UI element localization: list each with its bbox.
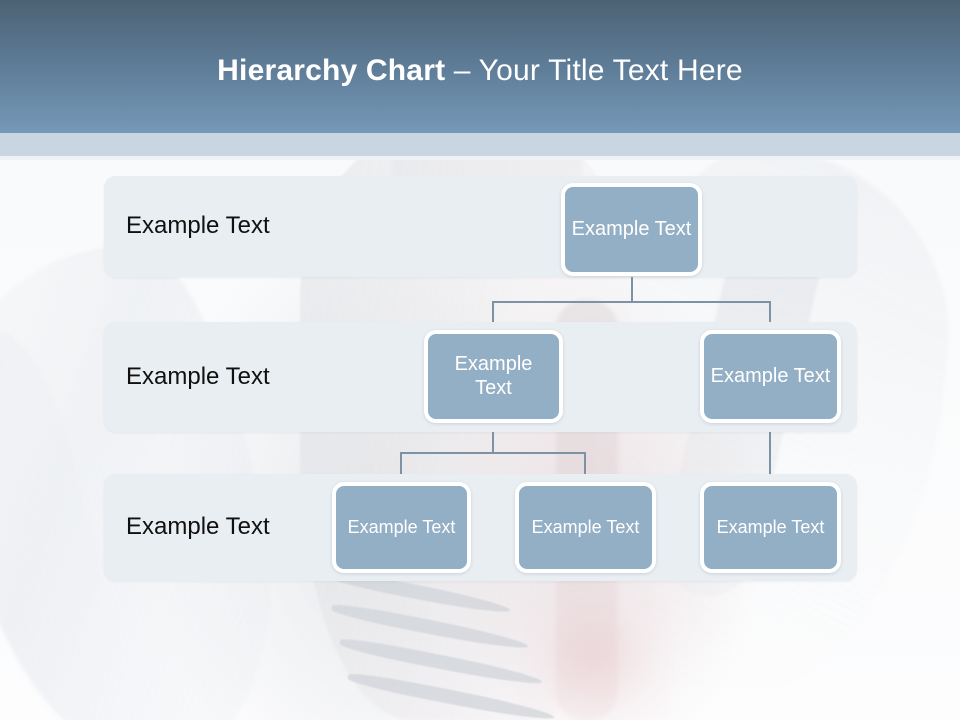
connector-n2b-to-n3c: [769, 422, 771, 483]
node-level3-3[interactable]: Example Text: [700, 482, 841, 573]
page-title: Hierarchy Chart – Your Title Text Here: [0, 54, 960, 88]
node-level3-2[interactable]: Example Text: [515, 482, 656, 573]
level-1-label: Example Text: [126, 212, 270, 239]
connector-to-n2b: [769, 301, 771, 331]
connector-to-n2a: [492, 301, 494, 331]
page-title-bold: Hierarchy Chart: [217, 54, 454, 87]
node-level1-1[interactable]: Example Text: [561, 183, 702, 276]
connector-to-n3a: [400, 452, 402, 483]
connector-n2a-stem: [492, 422, 494, 453]
node-level2-1[interactable]: Example Text: [424, 330, 563, 423]
connector-level2-bus: [400, 452, 586, 454]
connector-to-n3b: [584, 452, 586, 483]
page-title-light: – Your Title Text Here: [453, 54, 743, 87]
background-heart-tint: [520, 600, 670, 720]
title-banner-strip: [0, 133, 960, 156]
level-2-label: Example Text: [126, 363, 270, 390]
node-level3-1[interactable]: Example Text: [332, 482, 471, 573]
title-banner-strip-lower: [0, 156, 960, 160]
level-band-1: Example Text: [104, 176, 857, 277]
connector-n1-stem: [631, 276, 633, 303]
connector-level1-bus: [493, 301, 771, 303]
level-3-label: Example Text: [126, 513, 270, 540]
title-banner: [0, 0, 960, 133]
node-level2-2[interactable]: Example Text: [700, 330, 841, 423]
